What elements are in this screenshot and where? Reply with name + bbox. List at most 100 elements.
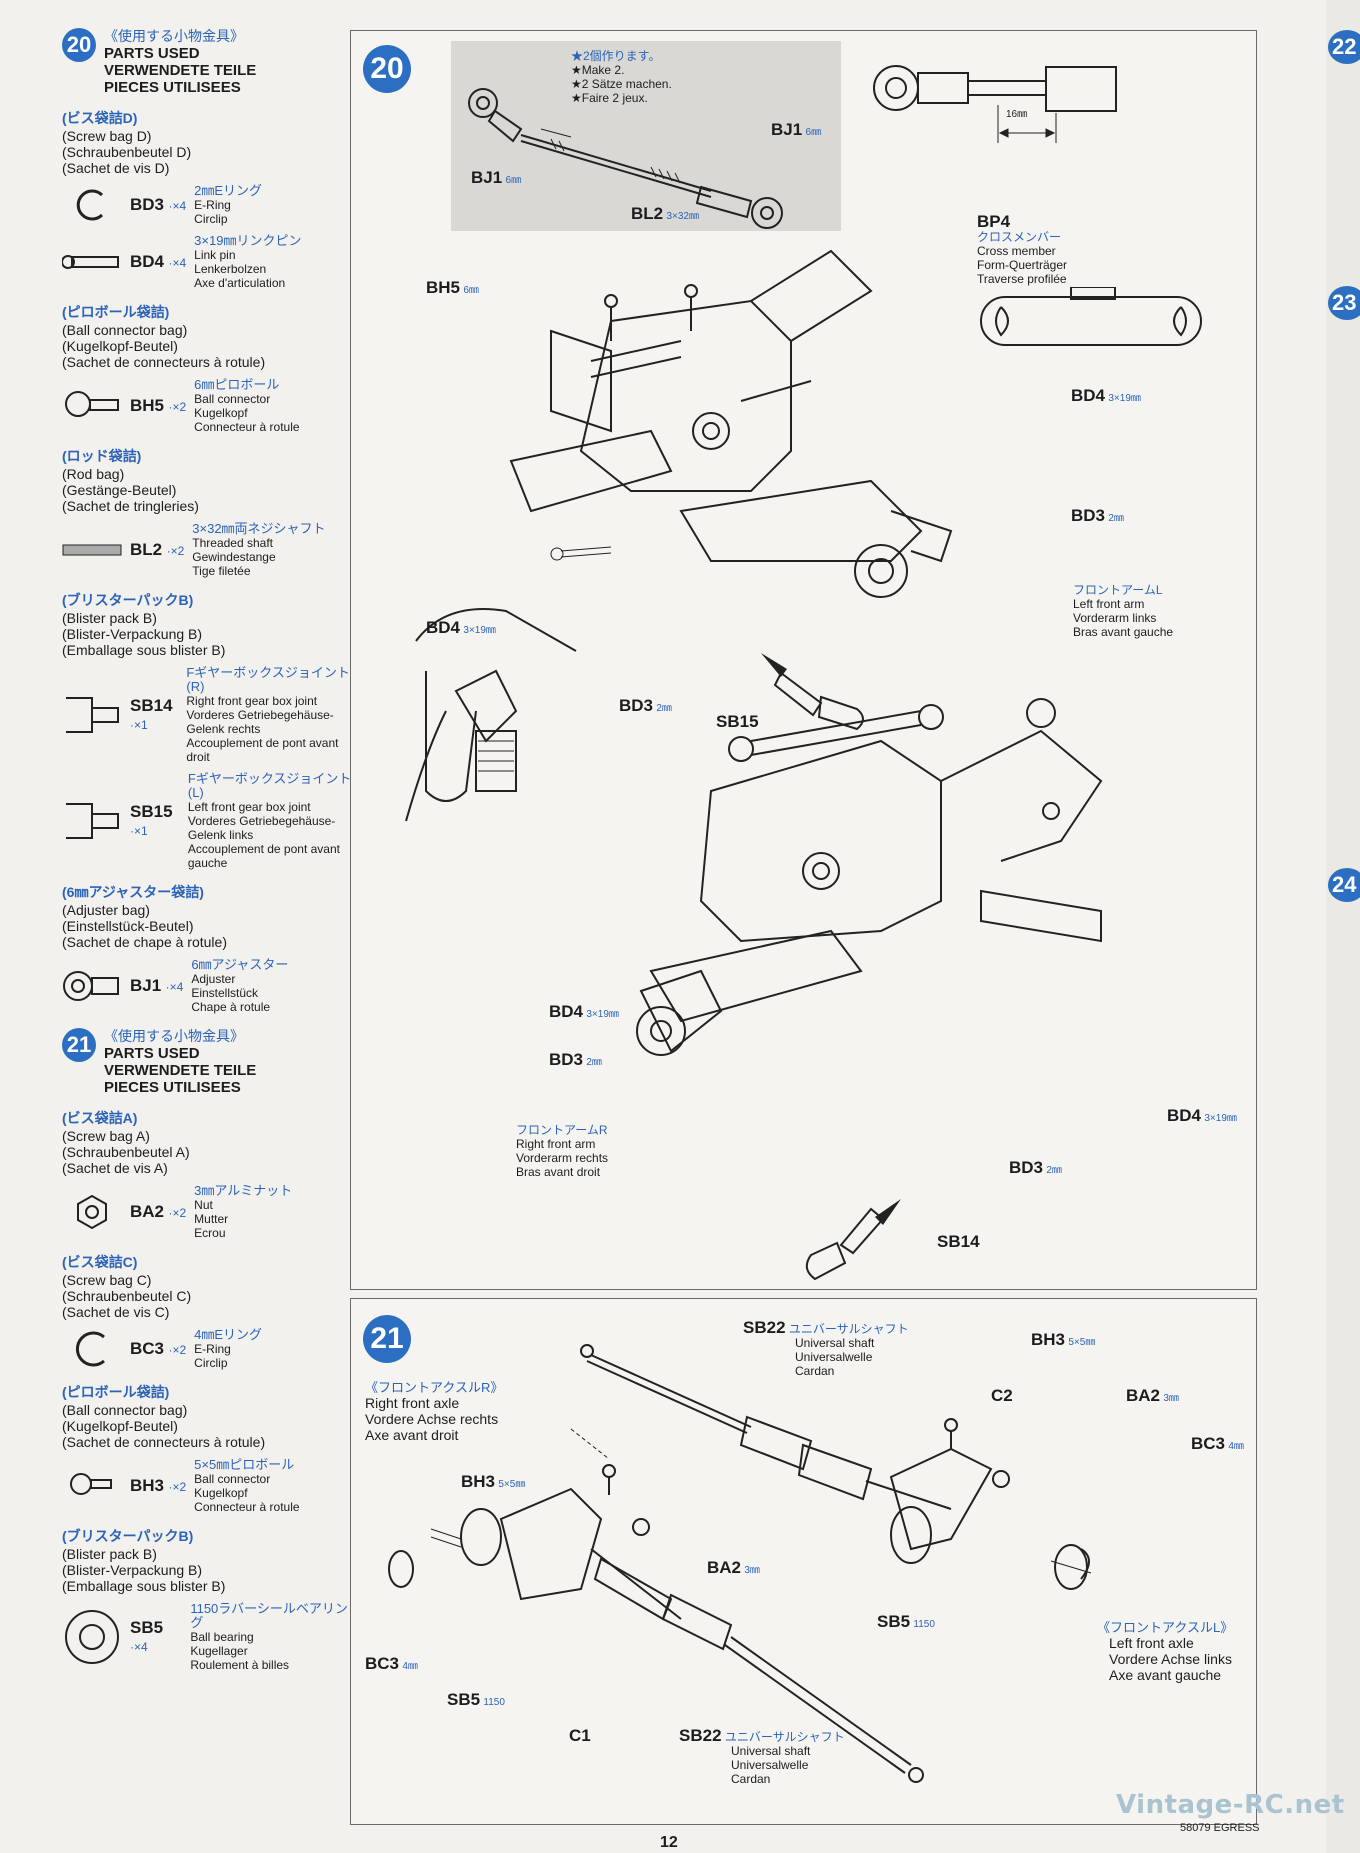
sb14-code: SB14 bbox=[937, 1232, 980, 1251]
bag-label: (6㎜アジャスター袋詰) bbox=[62, 884, 204, 900]
bp4-de: Form-Querträger bbox=[977, 258, 1068, 272]
axle-l-de: Vordere Achse links bbox=[1109, 1651, 1232, 1667]
bh5-part-icon bbox=[62, 384, 122, 428]
part-code: BJ1 bbox=[130, 976, 162, 995]
bag-description: (Screw bag D)(Schraubenbeutel D)(Sachet … bbox=[62, 128, 352, 176]
bag-line: (Sachet de vis D) bbox=[62, 160, 170, 176]
part-desc-line: Roulement à billes bbox=[190, 1658, 290, 1672]
bag-line: (Sachet de vis A) bbox=[62, 1160, 168, 1176]
bp4-jp: クロスメンバー bbox=[977, 230, 1062, 244]
arm-r-jp: フロントアームR bbox=[516, 1123, 608, 1137]
part-size-jp: Fギヤーボックスジョイント(R) bbox=[186, 665, 350, 694]
bj1-right-size: 6㎜ bbox=[805, 127, 822, 138]
bp4-fr: Traverse profilée bbox=[977, 272, 1067, 286]
bh3-top-size: 5×5㎜ bbox=[1068, 1337, 1096, 1348]
part-code: SB5 bbox=[130, 1618, 164, 1637]
bd3-c-code: BD3 bbox=[549, 1050, 584, 1069]
bag-description: (Ball connector bag)(Kugelkopf-Beutel)(S… bbox=[62, 1402, 352, 1450]
axle-r-de: Vordere Achse rechts bbox=[365, 1411, 499, 1427]
bag-line: (Sachet de connecteurs à rotule) bbox=[62, 354, 266, 370]
bh3-top-code: BH3 bbox=[1031, 1330, 1066, 1349]
part-size-jp: 3×19㎜リンクピン bbox=[194, 233, 302, 248]
sb15-part-icon bbox=[62, 796, 122, 846]
part-desc-line: Kugelkopf bbox=[194, 406, 248, 420]
part-desc-line: E-Ring bbox=[194, 1342, 231, 1356]
bag-description: (Rod bag)(Gestänge-Beutel)(Sachet de tri… bbox=[62, 466, 352, 514]
bag-line: (Ball connector bag) bbox=[62, 322, 188, 338]
sb5-left-code: SB5 bbox=[447, 1690, 481, 1709]
bp4-en: Cross member bbox=[977, 244, 1056, 258]
sb5-right-size: 1150 bbox=[913, 1619, 935, 1630]
part-qty: ·×2 bbox=[166, 544, 185, 558]
bl2-code: BL2 bbox=[631, 204, 664, 223]
bag-line: (Emballage sous blister B) bbox=[62, 1578, 226, 1594]
axle-r-jp: 《フロントアクスルR》 bbox=[365, 1380, 504, 1395]
bag-line: (Schraubenbeutel A) bbox=[62, 1144, 190, 1160]
axle-l-jp: 《フロントアクスルL》 bbox=[1097, 1620, 1234, 1635]
bd4-c-code: BD4 bbox=[549, 1002, 584, 1021]
bag-label: (ピロボール袋詰) bbox=[62, 1384, 170, 1400]
sb22-top-en: Universal shaft bbox=[795, 1336, 875, 1350]
part-desc-line: Right front gear box joint bbox=[186, 694, 318, 708]
step-20-panel: 20 ★2個作ります。 ★Make 2. ★2 Sätze machen. ★F… bbox=[350, 30, 1257, 1290]
bc3-part-icon bbox=[62, 1329, 122, 1369]
sb22-bot-fr: Cardan bbox=[731, 1772, 771, 1786]
part-desc-line: Nut bbox=[194, 1198, 213, 1212]
sb14-part-icon bbox=[62, 690, 122, 740]
bag-line: (Sachet de connecteurs à rotule) bbox=[62, 1434, 266, 1450]
part-qty: ·×4 bbox=[165, 980, 184, 994]
rod-assembly-drawing bbox=[468, 88, 783, 229]
part-desc-line: Ball connector bbox=[194, 1472, 271, 1486]
bc3-top-code: BC3 bbox=[1191, 1434, 1226, 1453]
step-22-tab: 22 bbox=[1328, 30, 1360, 64]
bd4-d-size: 3×19㎜ bbox=[1204, 1113, 1237, 1124]
bd4-a-size: 3×19㎜ bbox=[1108, 393, 1141, 404]
step-21-badge: 21 bbox=[363, 1315, 411, 1363]
part-code: BD4 bbox=[130, 252, 165, 271]
arm-l-fr: Bras avant gauche bbox=[1073, 625, 1174, 639]
ba2-top-code: BA2 bbox=[1126, 1386, 1161, 1405]
bag-line: (Blister pack B) bbox=[62, 1546, 157, 1562]
bag-description: (Screw bag A)(Schraubenbeutel A)(Sachet … bbox=[62, 1128, 352, 1176]
dimension-label: 16㎜ bbox=[1006, 109, 1028, 120]
bd3-c-size: 2㎜ bbox=[586, 1057, 602, 1068]
part-desc-line: Chape à rotule bbox=[191, 1000, 271, 1014]
part-code: BH5 bbox=[130, 396, 165, 415]
bd3-part-icon bbox=[62, 187, 122, 223]
part-size-jp: Fギヤーボックスジョイント(L) bbox=[187, 771, 352, 800]
part-desc-line: Ecrou bbox=[194, 1226, 226, 1240]
arm-l-en: Left front arm bbox=[1073, 597, 1145, 611]
step-20-badge: 20 bbox=[363, 45, 411, 93]
bag-line: (Screw bag C) bbox=[62, 1272, 152, 1288]
part-qty: ·×1 bbox=[130, 718, 148, 732]
bh3-left-code: BH3 bbox=[461, 1472, 496, 1491]
sb22-bot-en: Universal shaft bbox=[731, 1744, 811, 1758]
make-note-fr: ★Faire 2 jeux. bbox=[571, 91, 648, 105]
bag-line: (Gestänge-Beutel) bbox=[62, 482, 177, 498]
part-desc-line: E-Ring bbox=[194, 198, 231, 212]
bag-label: (ブリスターパックB) bbox=[62, 1528, 194, 1544]
front-axle-assembly-drawing bbox=[388, 1344, 1092, 1783]
part-desc-line: Kugellager bbox=[190, 1644, 248, 1658]
bag-line: (Sachet de tringleries) bbox=[62, 498, 199, 514]
bag-line: (Schraubenbeutel C) bbox=[62, 1288, 192, 1304]
sb22-bot-jp: ユニバーサルシャフト bbox=[724, 1730, 845, 1744]
bd4-c-size: 3×19㎜ bbox=[586, 1009, 619, 1020]
bag-label: (ビス袋詰D) bbox=[62, 110, 138, 126]
bag-label: (ビス袋詰A) bbox=[62, 1110, 138, 1126]
chassis-assembly-drawing-left-arm bbox=[509, 249, 953, 598]
bag-line: (Sachet de chape à rotule) bbox=[62, 934, 227, 950]
step20-title-fr: PIECES UTILISEES bbox=[104, 79, 241, 96]
adjuster-dimension-drawing bbox=[873, 65, 1117, 143]
step-23-tab: 23 bbox=[1328, 286, 1360, 320]
part-row: SB15 ·×1 Fギヤーボックスジョイント(L)Left front gear… bbox=[62, 772, 352, 870]
part-code: SB14 bbox=[130, 696, 173, 715]
sb22-top-jp: ユニバーサルシャフト bbox=[788, 1322, 909, 1336]
bag-line: (Adjuster bag) bbox=[62, 902, 150, 918]
part-desc-line: Einstellstück bbox=[191, 986, 259, 1000]
step21-parts-header: 21 《使用する小物金具》 PARTS USED VERWENDETE TEIL… bbox=[62, 1028, 352, 1096]
part-size-jp: 3×32㎜両ネジシャフト bbox=[192, 521, 326, 536]
